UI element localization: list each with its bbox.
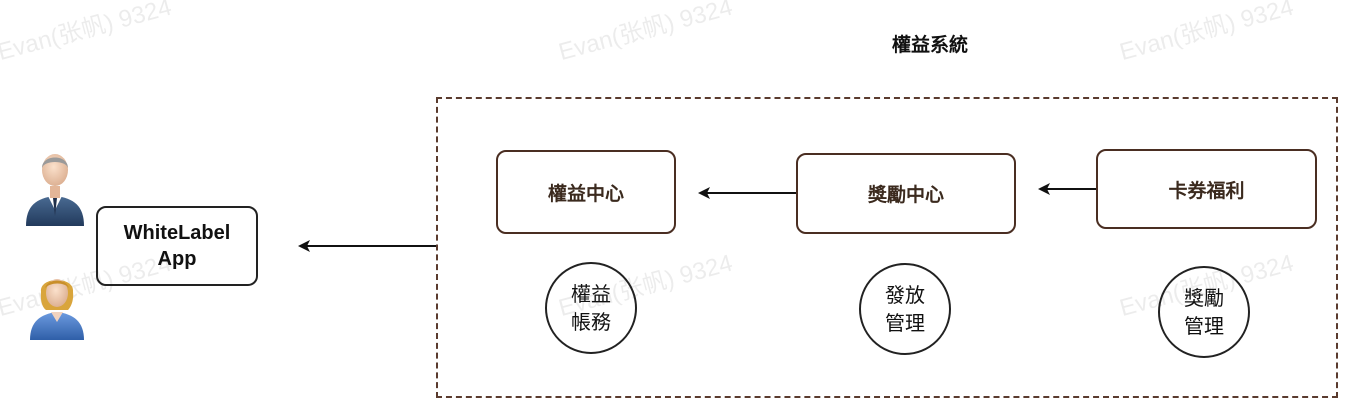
circle-label-line1: 發放 — [885, 283, 925, 307]
app-label-line2: App — [157, 248, 197, 270]
reward-management-circle: 獎勵 管理 — [1158, 266, 1250, 358]
system-title: 權益系統 — [891, 34, 968, 56]
circle-label-line2: 管理 — [885, 311, 925, 335]
coupon-benefit-box: 卡券福利 — [1096, 149, 1317, 229]
male-user-icon — [26, 154, 84, 226]
system-boundary — [436, 97, 1338, 398]
circle-label-line1: 獎勵 — [1184, 286, 1224, 310]
circle-label-line2: 管理 — [1184, 314, 1224, 338]
circle-label-line1: 權益 — [571, 282, 611, 306]
reward-center-box: 獎勵中心 — [796, 153, 1016, 234]
issue-management-circle: 發放 管理 — [859, 263, 951, 355]
app-label-line1: WhiteLabel — [123, 222, 231, 244]
whitelabel-app-box: WhiteLabel App — [96, 206, 258, 286]
rights-accounting-circle: 權益 帳務 — [545, 262, 637, 354]
circle-label-line2: 帳務 — [571, 310, 611, 334]
rights-center-box: 權益中心 — [496, 150, 676, 234]
female-user-icon — [30, 279, 84, 340]
